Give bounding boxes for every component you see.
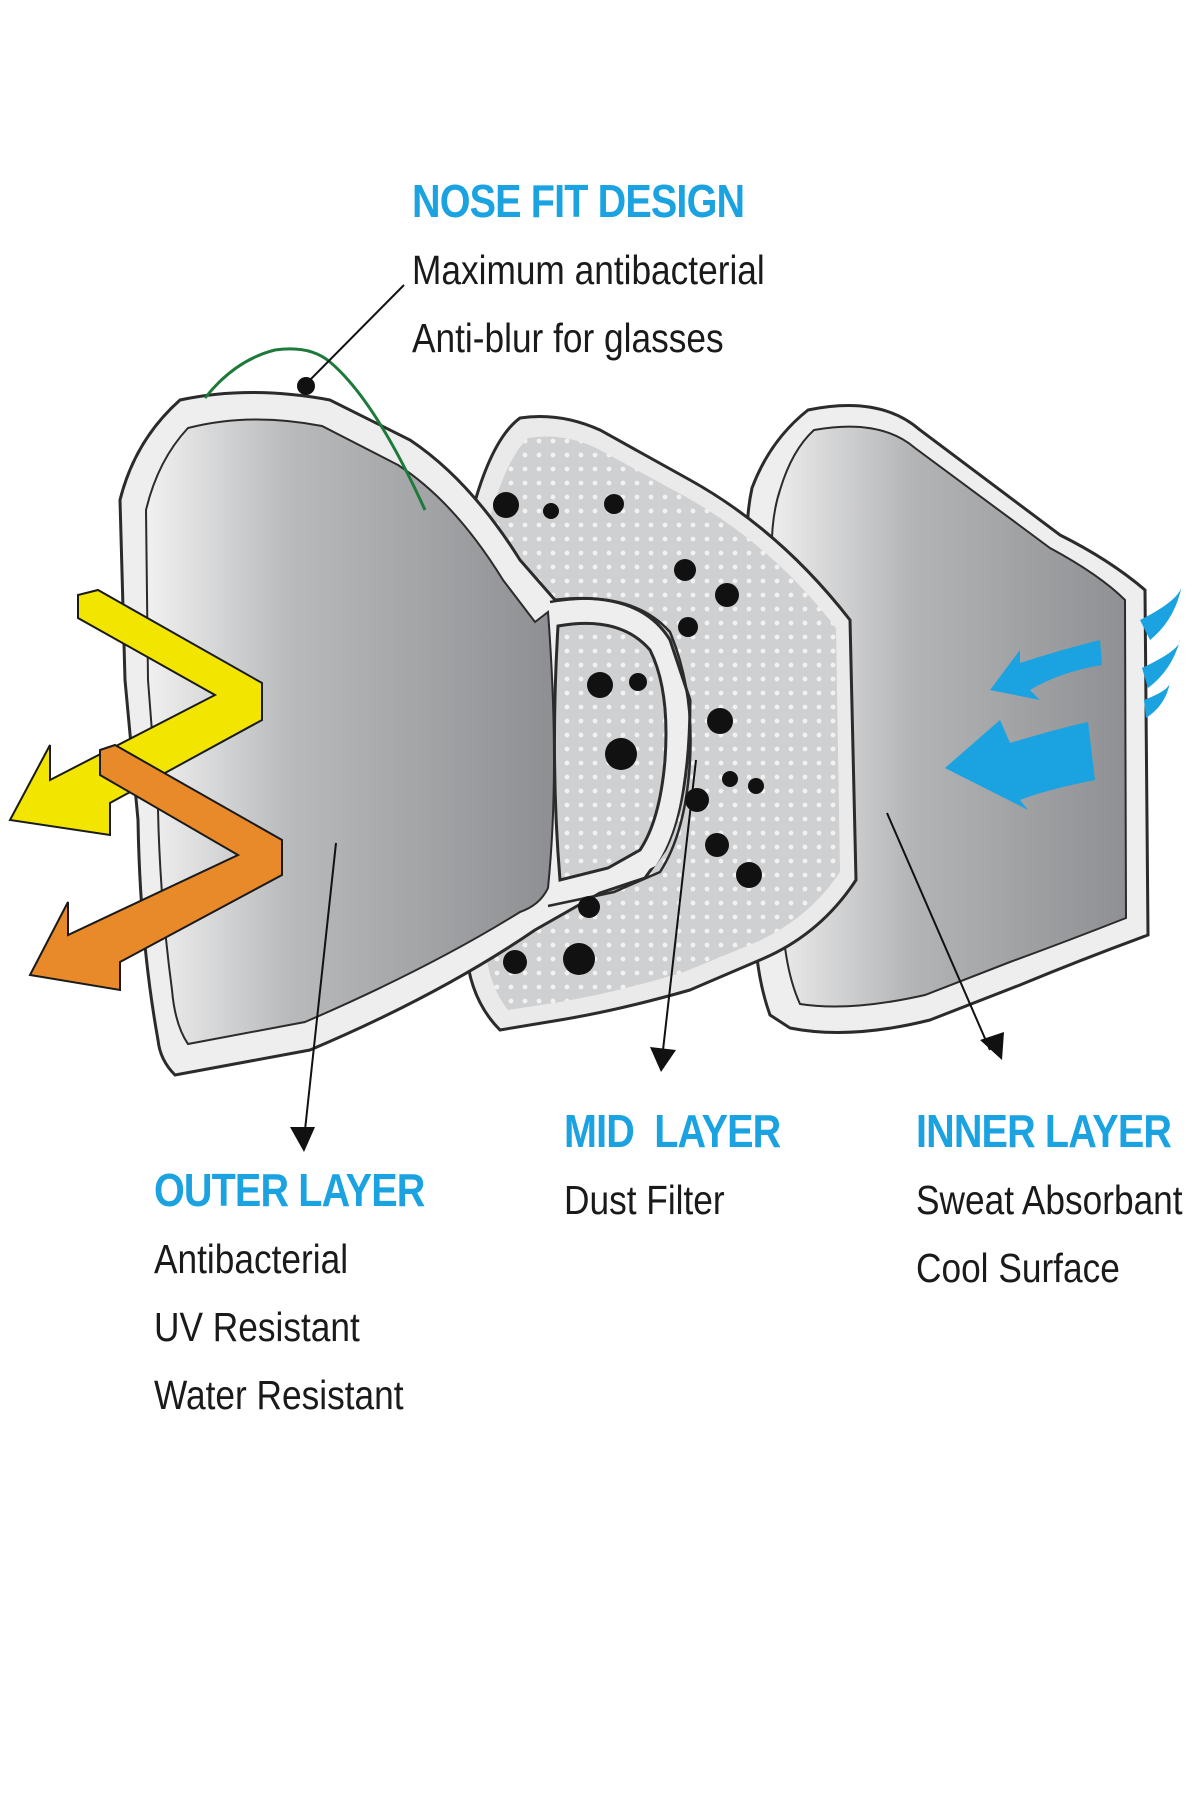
dust-particle [493,492,519,518]
outer-layer-label: OUTER LAYER Antibacterial UV Resistant W… [154,1167,468,1429]
inner-layer-description: Sweat Absorbant Cool Surface [916,1166,1183,1302]
nose-fit-line: Maximum antibacterial [412,247,765,293]
outer-layer-description: Antibacterial UV Resistant Water Resista… [154,1225,424,1429]
leader-arrowheads [290,1032,1004,1152]
water-arrow-icon [28,743,283,992]
nose-fit-label: NOSE FIT DESIGN Maximum antibacterial An… [412,178,822,372]
inner-arrowhead-icon [980,1032,1004,1060]
inner-layer-line: Cool Surface [916,1245,1120,1291]
dust-particle [587,672,613,698]
mid-layer-label: MID LAYER Dust Filter [564,1108,816,1234]
dust-particle [297,377,315,395]
inner-layer-line: Sweat Absorbant [916,1177,1183,1223]
nose-fit-line: Anti-blur for glasses [412,315,724,361]
mid-layer-line: Dust Filter [564,1177,725,1223]
nose-fit-title: NOSE FIT DESIGN [412,175,745,227]
inner-layer-title: INNER LAYER [916,1105,1172,1157]
dust-particle [715,583,739,607]
outer-leader-line [304,842,337,1131]
outer-layer-title: OUTER LAYER [154,1164,425,1216]
nose-leader-line [304,284,405,386]
dust-particle [578,896,600,918]
nose-wire-icon [203,347,427,511]
dust-particle [707,708,733,734]
dust-particle [674,559,696,581]
outer-layer-line: Antibacterial [154,1236,349,1282]
dust-particle [748,778,764,794]
dust-particles [297,377,764,975]
dust-particle [685,788,709,812]
dust-particle [705,833,729,857]
outer-layer-line: UV Resistant [154,1304,360,1350]
dust-particle [605,738,637,770]
leader-lines [304,284,991,1131]
dust-particle [563,943,595,975]
dust-particle [736,862,762,888]
nose-fit-description: Maximum antibacterial Anti-blur for glas… [412,236,765,372]
dust-particle [604,494,624,514]
mid-leader-line [662,759,697,1051]
dust-particle [503,950,527,974]
inner-leader-line [886,812,991,1051]
dust-particle [722,771,738,787]
outer-arrowhead-icon [290,1127,315,1152]
airflow-arrow-icon [945,585,1182,810]
mid-layer-title: MID LAYER [564,1105,781,1157]
dust-particle [543,503,559,519]
uv-arrow-icon [8,588,263,837]
inner-layer-label: INNER LAYER Sweat Absorbant Cool Surface [916,1108,1202,1302]
mid-layer-description: Dust Filter [564,1166,780,1234]
mid-arrowhead-icon [650,1047,676,1072]
dust-particle [678,617,698,637]
outer-layer-line: Water Resistant [154,1372,404,1418]
dust-particle [629,673,647,691]
